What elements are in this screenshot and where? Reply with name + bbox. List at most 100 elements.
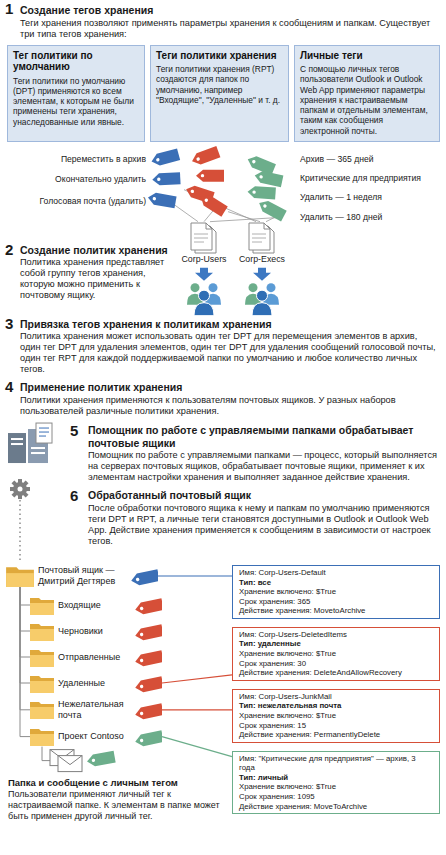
setting-line: Срок хранения: 15 — [239, 721, 433, 731]
setting-line: Тип: все — [239, 578, 433, 588]
step-number: 6 — [70, 488, 78, 503]
mail-folder: Нежелательная почта — [30, 699, 162, 721]
setting-line: Имя: Corp-Users-JunkMail — [239, 692, 433, 702]
retention-tag — [134, 650, 162, 667]
retention-tag — [134, 624, 162, 641]
gear-icon — [10, 479, 30, 499]
folder-icon — [30, 622, 54, 641]
setting-line: Тип: удаленные — [239, 639, 433, 649]
step-title: Помощник по работе с управляемыми папкам… — [88, 424, 438, 449]
personal-tag — [247, 186, 276, 200]
setting-line: Хранение включено: $True — [239, 649, 433, 659]
server-icon — [39, 436, 46, 437]
link-lines — [204, 210, 214, 222]
folder-label: Почтовый ящик — Дмитрий Дегтярев — [38, 565, 124, 587]
retention-tag — [140, 607, 144, 611]
step-description: Политика хранения представляет собой гру… — [20, 257, 174, 301]
retention-tag — [140, 685, 144, 689]
setting-line: Срок хранения: 1095 — [239, 792, 433, 802]
message-icons — [86, 751, 116, 768]
retention-tag — [134, 598, 162, 615]
policy-document: Corp-Users — [176, 222, 232, 265]
caption-title: Папка и сообщение с личным тегом — [8, 777, 228, 788]
mail-folder: Удаленные — [30, 673, 162, 693]
link-lines — [210, 218, 276, 222]
setting-line: Хранение включено: $True — [239, 587, 433, 597]
folder-icon — [30, 676, 54, 693]
step-number: 3 — [5, 316, 13, 331]
folder-icon — [30, 707, 54, 719]
document-icon — [248, 222, 276, 254]
tree-line — [20, 587, 30, 605]
tag-settings-box: Имя: Corp-Users-JunkMailТип: нежелательн… — [232, 689, 440, 743]
gear-icon — [18, 487, 23, 492]
dpt-tag — [152, 172, 181, 185]
tag-type-box: Личные тегиС помощью личных тегов пользо… — [294, 45, 440, 142]
setting-line: Имя: Corp-Users-DeletedItems — [239, 630, 433, 640]
setting-line: Действие хранения: MoveToArchive — [239, 802, 433, 812]
folder-label: Проект Contoso — [58, 731, 128, 742]
tag-settings-box: Имя: Corp-Users-DeletedItemsТип: удаленн… — [232, 627, 440, 681]
tree-line — [20, 587, 30, 631]
server-icon — [36, 423, 52, 443]
folder-icon — [30, 598, 54, 615]
leader-line — [158, 575, 232, 576]
document-icon — [249, 223, 270, 250]
server-icon — [8, 423, 52, 463]
step-description: После обработки почтового ящика к нему и… — [88, 503, 438, 547]
retention-tag — [134, 730, 162, 747]
retention-tag — [132, 673, 162, 693]
folder-label: Удаленные — [58, 678, 128, 689]
folder-icon — [30, 655, 54, 667]
server-icon — [39, 432, 49, 433]
tag-label: Голосовая почта (удалить) — [8, 196, 146, 206]
tag-type-box: Тег политики по умолчаниюТеги политики п… — [7, 45, 145, 142]
folder-icon — [30, 596, 54, 615]
document-icon — [264, 223, 270, 229]
rpt-tag — [190, 146, 220, 167]
setting-line: Действие хранения: PermanentlyDelete — [239, 730, 433, 740]
document-icon — [191, 223, 212, 250]
leader-line — [162, 675, 232, 683]
folder-icon — [30, 624, 54, 641]
retention-tag — [140, 633, 144, 637]
mail-folder: Проект Contoso — [30, 727, 162, 747]
setting-line: Срок хранения: 30 — [239, 659, 433, 669]
personal-tag — [256, 198, 286, 222]
retention-tag — [136, 578, 140, 582]
policy-name: Corp-Execs — [234, 254, 290, 265]
document-icon — [206, 223, 212, 229]
folder-label: Отправленные — [58, 652, 128, 663]
folder-name: Удаленные — [58, 678, 128, 689]
server-icon — [31, 452, 45, 454]
folder-icon — [30, 681, 54, 693]
folder-name: Входящие — [58, 600, 128, 611]
step-description: Помощник по работе с управляемыми папкам… — [88, 450, 438, 483]
folder-icon — [30, 603, 54, 615]
policy-document: Corp-Execs — [234, 222, 290, 265]
folder-icon — [30, 650, 54, 667]
retention-tag — [128, 566, 158, 586]
rpt-tag — [198, 192, 228, 217]
leader-line — [162, 709, 232, 710]
personal-tag — [254, 170, 284, 188]
down-arrow — [253, 268, 271, 281]
retention-tag — [132, 621, 162, 641]
retention-tag — [132, 595, 162, 615]
mail-folder: Отправленные — [30, 647, 162, 667]
step-number: 2 — [5, 242, 13, 257]
retention-tag — [134, 650, 162, 667]
folder-icon — [30, 727, 54, 746]
retention-tag — [132, 647, 162, 667]
personal-tag — [246, 154, 276, 176]
retention-tag — [134, 598, 162, 615]
box-text: С помощью личных тегов пользователи Outl… — [300, 64, 434, 136]
link-lines — [228, 212, 260, 222]
step-title: Привязка тегов хранения к политикам хран… — [20, 318, 440, 331]
folder-icon — [30, 648, 54, 667]
policy-name: Corp-Users — [176, 254, 232, 265]
server-icon — [8, 433, 26, 463]
server-icon — [11, 438, 23, 440]
tree-line — [20, 587, 30, 657]
server-icon — [39, 428, 49, 429]
